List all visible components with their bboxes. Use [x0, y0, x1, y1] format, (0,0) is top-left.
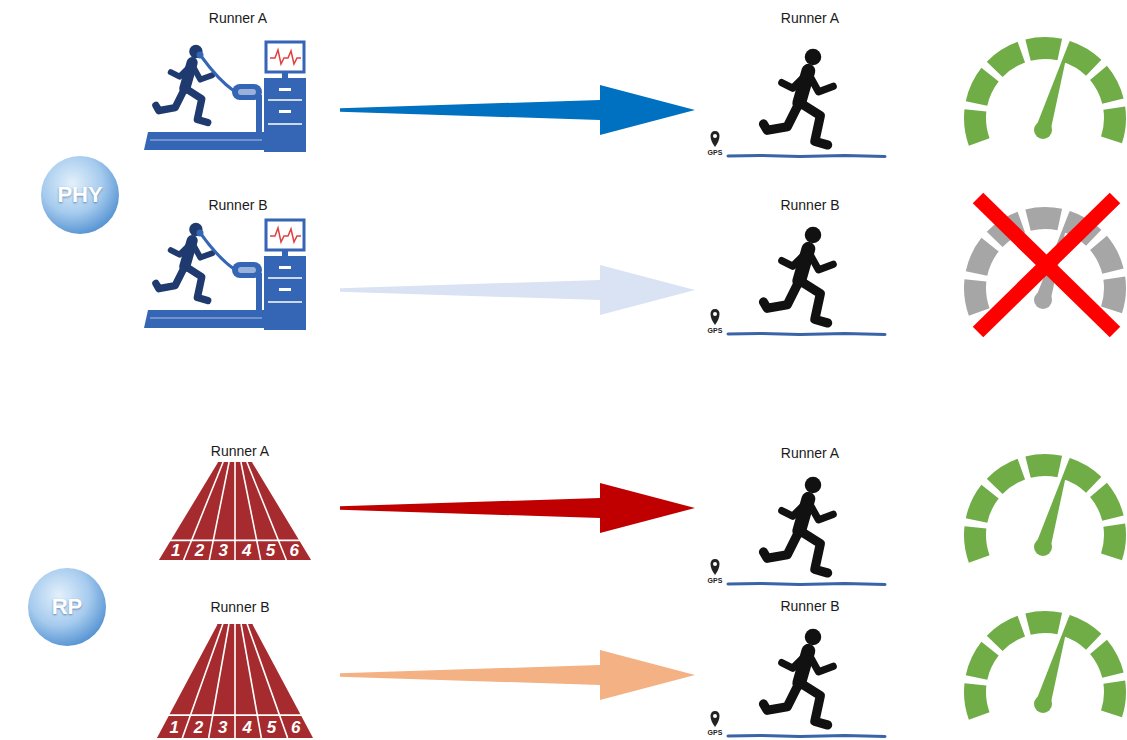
field-run-image: Runner BGPS — [695, 620, 890, 730]
field-run-image: Runner AGPS — [695, 40, 890, 180]
gps-pin-hole — [713, 134, 717, 138]
lane-number: 4 — [242, 718, 251, 735]
runner-name: Runner A — [781, 445, 839, 462]
connector-arrow — [340, 85, 695, 135]
field-runner-illustration — [711, 477, 886, 585]
lane-number: 6 — [289, 542, 298, 559]
gps-label: GPS — [708, 149, 723, 156]
gas-analyser-window — [238, 89, 256, 95]
lane-number: 2 — [195, 542, 204, 559]
lab-test-image: Runner A — [140, 40, 340, 180]
gauge-scale — [975, 48, 1115, 142]
field-runner-illustration — [711, 629, 886, 737]
cabinet-handle — [279, 110, 291, 113]
lab-test-image: Runner B — [140, 218, 340, 362]
ecg-monitor — [266, 42, 304, 72]
sphere-shape — [28, 568, 106, 646]
running-track — [158, 462, 312, 560]
gas-analyser — [232, 84, 262, 100]
runner-name: Runner B — [780, 598, 839, 615]
lane-number: 5 — [267, 718, 276, 735]
ecg-trace — [270, 50, 301, 64]
runner-silhouette — [156, 45, 212, 123]
method-circle: RP — [27, 567, 107, 647]
field-runner-illustration — [711, 49, 886, 157]
analyser-cabinet — [264, 78, 306, 152]
field-run-image: Runner BGPS — [695, 218, 890, 362]
gps-label: GPS — [708, 729, 723, 736]
lane-number: 3 — [218, 718, 227, 735]
breathing-tube — [201, 56, 234, 91]
runner-name: Runner A — [209, 10, 267, 27]
lane-number: 2 — [194, 718, 203, 735]
lane-number: 3 — [218, 542, 227, 559]
connector-arrow — [340, 483, 695, 533]
breathing-mask — [197, 52, 204, 59]
treadmill-illustration — [144, 220, 306, 330]
treadmill-illustration — [144, 42, 306, 152]
runner-name: Runner B — [208, 197, 267, 214]
track-test-image: Runner A — [155, 462, 340, 554]
speed-gauge — [975, 40, 1115, 142]
connector-arrow — [340, 265, 695, 315]
speed-gauge — [975, 457, 1115, 559]
cabinet-handle — [279, 88, 291, 91]
method-name: RP — [52, 594, 83, 620]
runner-silhouette — [764, 49, 834, 145]
lane-number: 4 — [242, 542, 251, 559]
lane-number: 1 — [169, 718, 178, 735]
cross-mark — [978, 198, 1115, 332]
method-name: PHY — [57, 182, 102, 208]
connector-arrow — [340, 650, 695, 700]
method-circle: PHY — [40, 155, 120, 235]
cross-mark — [978, 198, 1115, 332]
gps-label: GPS — [708, 327, 723, 334]
runner-name: Runner A — [781, 10, 839, 27]
treadmill-post — [256, 95, 262, 135]
treadmill-belt — [150, 140, 262, 141]
sphere-shape — [41, 156, 119, 234]
lane-number: 1 — [171, 542, 180, 559]
cabinet-drawer — [268, 99, 302, 101]
speed-gauge — [975, 614, 1115, 716]
track-test-image: Runner B — [155, 622, 340, 728]
runner-name: Runner A — [211, 443, 269, 460]
lane-number: 6 — [291, 718, 300, 735]
ground-line — [728, 155, 885, 156]
gps-pin — [711, 131, 720, 147]
runner-name: Runner B — [780, 197, 839, 214]
gauge-hub — [1034, 121, 1052, 139]
field-run-image: Runner AGPS — [695, 468, 890, 548]
running-track — [156, 624, 314, 738]
gauge-needle — [1036, 40, 1070, 133]
gps-label: GPS — [708, 577, 723, 584]
field-runner-illustration — [711, 227, 886, 335]
runner-name: Runner B — [210, 599, 269, 616]
lane-number: 5 — [266, 542, 275, 559]
cabinet-drawer — [268, 123, 302, 125]
treadmill-deck — [144, 132, 264, 150]
